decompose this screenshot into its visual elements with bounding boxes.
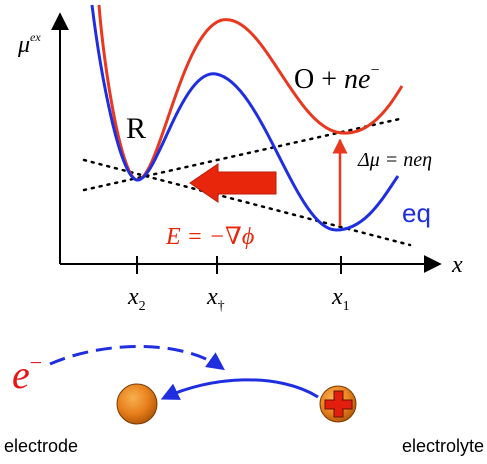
ion-transfer-arrow bbox=[160, 378, 319, 400]
y-axis-label: μex bbox=[17, 30, 41, 58]
electrode-ball bbox=[116, 383, 158, 425]
state-label-R: R bbox=[126, 112, 146, 145]
tick-label-xdagger: x† bbox=[206, 284, 225, 314]
electron-dashed-arrow bbox=[49, 345, 225, 371]
electrolyte-label: electrolyte bbox=[402, 436, 484, 456]
tick-label-x1: x1 bbox=[331, 284, 350, 314]
field-arrow bbox=[189, 163, 277, 203]
red-energy-curve bbox=[97, 4, 404, 182]
tick-label-x2: x2 bbox=[127, 284, 146, 314]
blue-energy-curve bbox=[90, 4, 400, 232]
plus-icon bbox=[324, 390, 353, 418]
dotted-line-lower bbox=[82, 158, 412, 247]
dotted-line-upper bbox=[82, 116, 406, 192]
x-axis-label: x bbox=[451, 252, 463, 278]
eq-label: eq bbox=[402, 198, 431, 228]
electrode-label: electrode bbox=[4, 436, 78, 456]
field-label: E = −∇ϕ bbox=[165, 224, 254, 250]
delta-mu-label: Δμ = neη bbox=[357, 149, 432, 171]
state-label-O: O + ne− bbox=[294, 62, 379, 95]
electron-label: e− bbox=[12, 350, 42, 397]
